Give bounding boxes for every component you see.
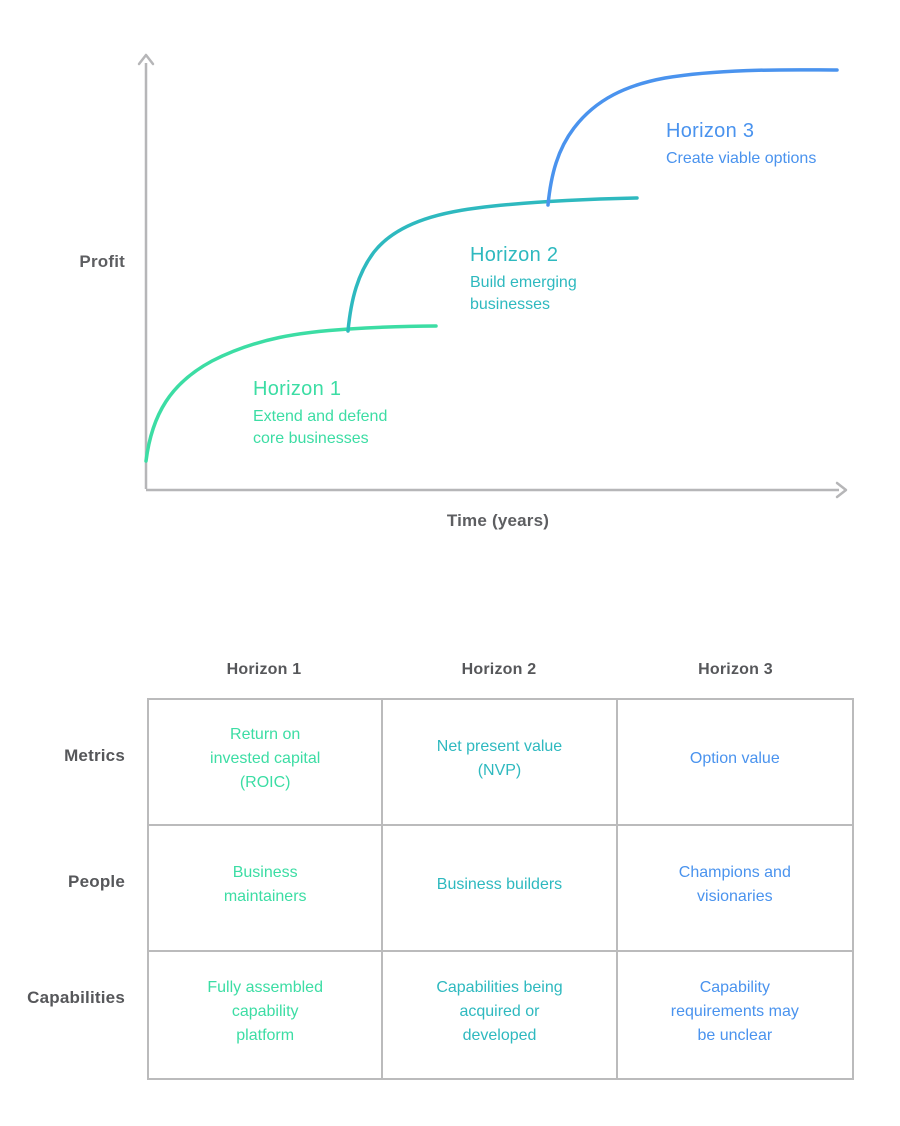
- table-row-header-metrics: Metrics: [64, 746, 125, 765]
- cell-people-horizon2: Business builders: [383, 826, 618, 952]
- cell-metrics-horizon3: Option value: [617, 700, 852, 826]
- horizon3-subtitle: Create viable options: [666, 150, 817, 167]
- table-col-header-horizon2: Horizon 2: [461, 661, 537, 678]
- horizon2-label: Horizon 2 Build emerging businesses: [470, 244, 577, 316]
- horizon1-title: Horizon 1: [253, 378, 342, 400]
- horizon2-title: Horizon 2: [470, 244, 559, 266]
- horizon1-curve: [144, 324, 438, 463]
- horizon2-subtitle: Build emerging businesses: [470, 274, 577, 313]
- y-axis-label: Profit: [79, 252, 125, 271]
- profit-time-chart-canvas: [137, 53, 848, 499]
- horizons-matrix-table: Return on invested capital (ROIC) Net pr…: [147, 698, 854, 1080]
- cell-capabilities-horizon2: Capabilities being acquired or developed: [383, 952, 618, 1078]
- y-axis-arrow-icon: [137, 53, 155, 66]
- x-axis-label: Time (years): [446, 511, 550, 530]
- cell-capabilities-horizon3: Capability requirements may be unclear: [670, 979, 799, 1044]
- horizon3-title: Horizon 3: [666, 120, 755, 142]
- horizon3-label: Horizon 3 Create viable options: [666, 120, 816, 170]
- horizon2-curve: [346, 196, 639, 333]
- horizon3-curve: [546, 68, 839, 207]
- cell-people-horizon1: Business maintainers: [149, 826, 384, 952]
- cell-metrics-horizon1: Return on invested capital (ROIC): [149, 700, 384, 826]
- cell-capabilities-horizon1: Fully assembled capability platform: [149, 952, 384, 1078]
- table-col-header-horizon1: Horizon 1: [226, 661, 302, 678]
- x-axis-arrow-icon: [835, 481, 848, 499]
- cell-metrics-horizon2: Net present value (NVP): [383, 700, 618, 826]
- table-row-header-capabilities: Capabilities: [27, 988, 125, 1007]
- horizon1-label: Horizon 1 Extend and defend core busines…: [253, 378, 387, 450]
- table-row-header-people: People: [68, 872, 125, 891]
- cell-people-horizon3: Champions and visionaries: [617, 826, 852, 952]
- table-col-header-horizon3: Horizon 3: [698, 661, 773, 678]
- horizon1-subtitle: Extend and defend core businesses: [253, 408, 388, 447]
